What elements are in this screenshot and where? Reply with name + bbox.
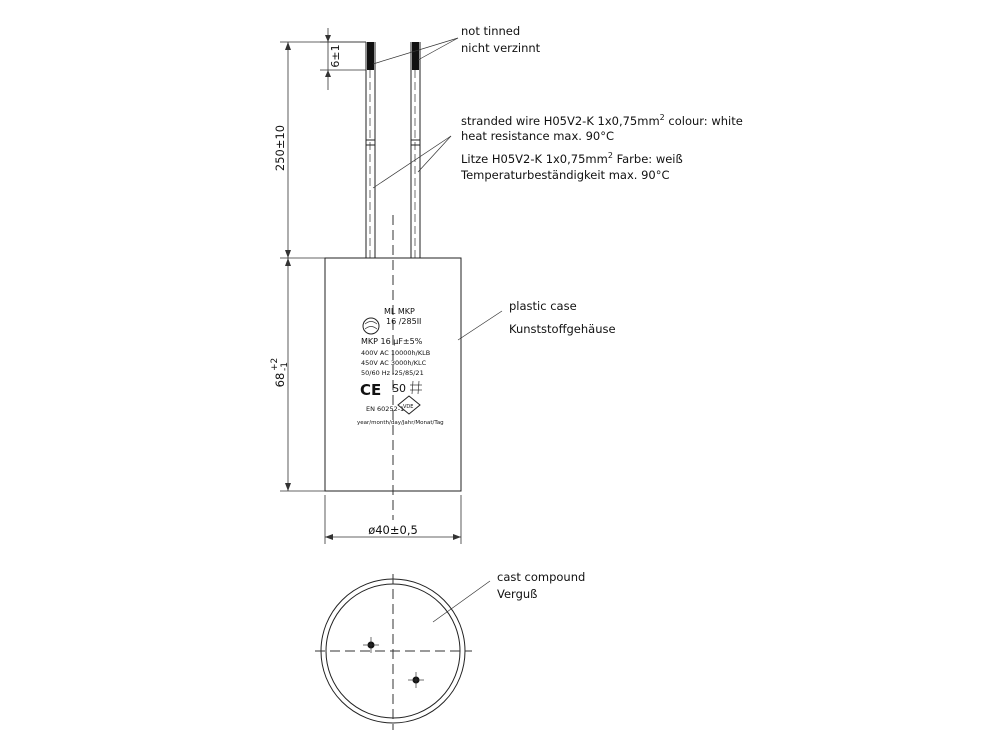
manufacturer-logo-icon (362, 317, 380, 335)
note-not-tinned-en: not tinned (461, 24, 520, 38)
note-case-de: Kunststoffgehäuse (509, 322, 616, 336)
label-line-5: 450V AC 3000h/KLC (361, 359, 427, 367)
label-standard: EN 60252-1 (366, 405, 404, 413)
note-case-en: plastic case (509, 299, 577, 313)
note-wire-de: Litze H05V2-K 1x0,75mm2 Farbe: weiß (461, 151, 683, 166)
ce-mark: CE (360, 381, 381, 399)
leader-wire-right (417, 135, 452, 173)
dim-body-height: 68 +2 -1 (270, 258, 325, 492)
leader-not-tinned-left (372, 37, 459, 65)
note-wire-heat-de: Temperaturbeständigkeit max. 90°C (460, 168, 670, 182)
dim-body-height-text: 68 (273, 373, 287, 388)
leader-wire-left (372, 135, 452, 189)
dim-strip-length-text: 6±1 (329, 44, 342, 67)
leader-case (457, 310, 503, 341)
dim-diameter: ø40±0,5 (324, 495, 462, 544)
leader-compound (432, 580, 491, 623)
terminal-point-right-icon (408, 672, 424, 688)
dim-wire-length: 250±10 (273, 41, 366, 259)
label-line-2: 16 /285II (386, 317, 421, 326)
label-line-1: ML MKP (384, 307, 415, 316)
label-line-3: MKP 16 µF±5% (361, 337, 423, 346)
note-compound-de: Verguß (497, 587, 537, 601)
hash-mark-icon (410, 380, 422, 395)
dim-body-height-tol-lower: -1 (280, 362, 290, 371)
vde-mark-icon: VDE (397, 395, 421, 415)
dim-wire-length-text: 250±10 (273, 125, 287, 171)
leader-not-tinned-right (417, 37, 459, 61)
label-line-6: 50/60 Hz -25/85/21 (361, 369, 424, 377)
lead-wire-left (365, 42, 376, 258)
svg-text:VDE: VDE (403, 404, 413, 410)
s0-mark: S0 (392, 382, 406, 395)
lead-wire-right (410, 42, 421, 258)
note-wire-en: stranded wire H05V2-K 1x0,75mm2 colour: … (461, 113, 743, 128)
note-not-tinned-de: nicht verzinnt (461, 41, 541, 55)
terminal-point-left-icon (363, 637, 379, 653)
note-wire-heat-en: heat resistance max. 90°C (461, 129, 614, 143)
dim-body-height-tol-upper: +2 (270, 358, 280, 371)
dim-diameter-text: ø40±0,5 (368, 523, 418, 537)
dim-strip-length: 6±1 (320, 28, 366, 90)
label-date-format: year/month/day/Jahr/Monat/Tag (357, 420, 444, 426)
note-compound-en: cast compound (497, 570, 585, 584)
label-line-4: 400V AC 10000h/KLB (361, 349, 430, 357)
